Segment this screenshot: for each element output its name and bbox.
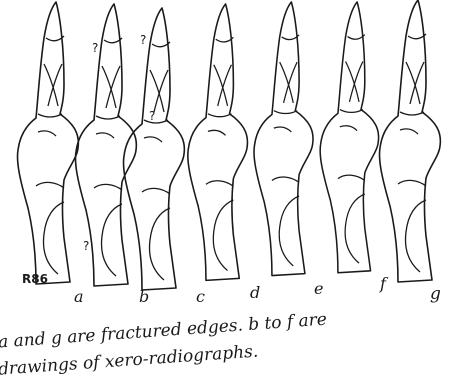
panel-label-d: d — [250, 283, 260, 302]
bone-drawings — [17, 0, 440, 290]
question-mark-b-middle: ? — [149, 109, 155, 123]
panel-label-e: e — [314, 279, 323, 298]
panel-label-g: g — [430, 284, 441, 304]
bone-outline-f — [320, 2, 378, 273]
bone-outline-d — [188, 4, 248, 280]
panel-label-a: a — [74, 287, 84, 306]
specimen-label: R86 — [22, 272, 48, 286]
panel-label-b: b — [139, 287, 149, 306]
bone-outline-a — [17, 2, 78, 284]
bone-outline-c — [123, 8, 184, 290]
question-mark-a-top: ? — [92, 41, 98, 55]
panel-label-c: c — [196, 287, 205, 306]
panel-label-f: f — [379, 274, 389, 293]
bone-outline-e — [254, 2, 313, 276]
question-mark-b-top: ? — [140, 33, 146, 47]
question-mark-a-bottom: ? — [83, 239, 89, 253]
caption-line-1: a and g are fractured edges. b to f are — [0, 310, 328, 353]
bone-outline-g — [379, 0, 440, 282]
